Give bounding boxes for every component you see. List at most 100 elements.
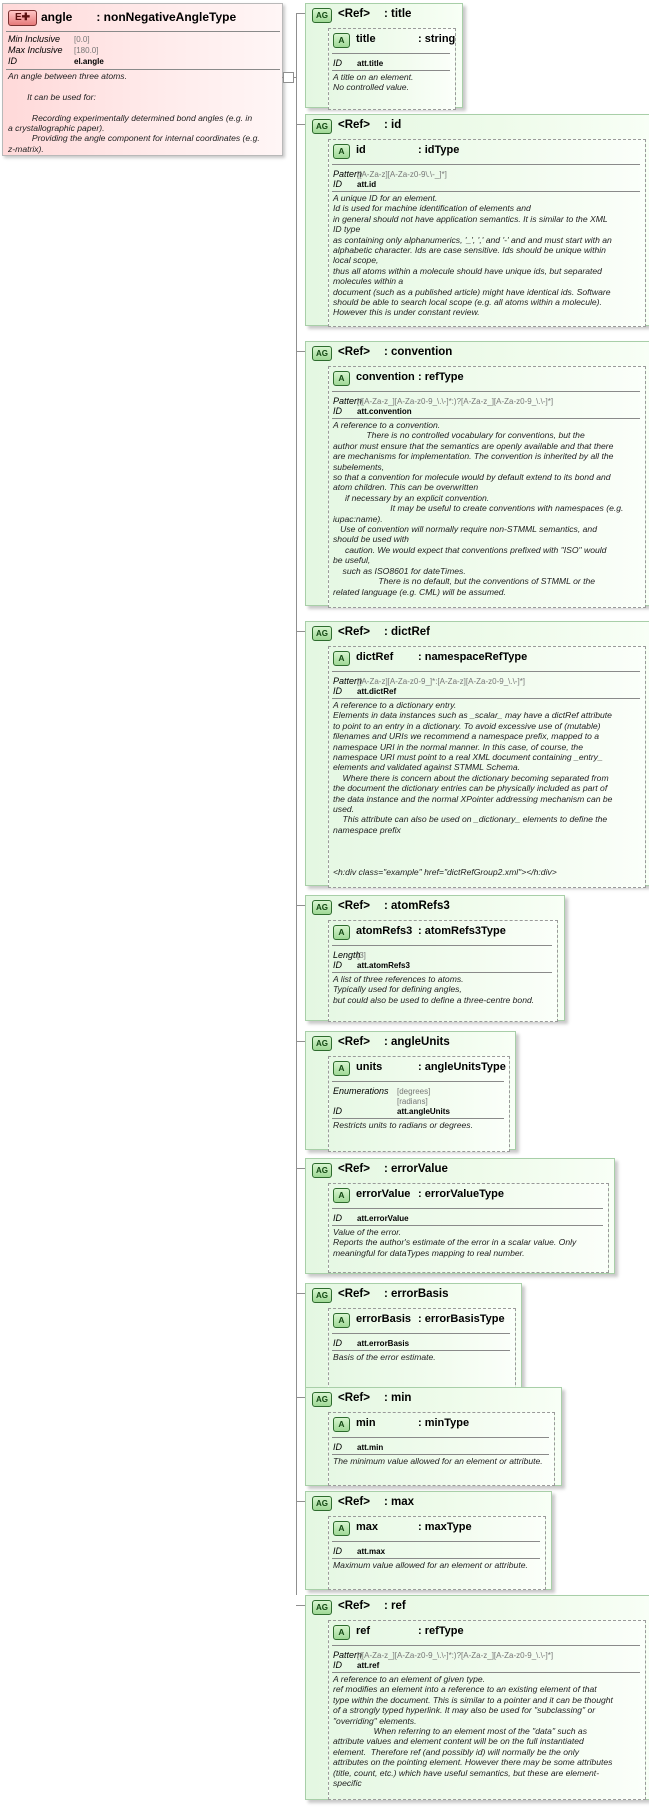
prop-value: att.atomRefs3 [357,961,410,970]
prop-key: ID [333,1546,342,1556]
ref-title: <Ref>: title [338,8,411,20]
attribute-name: convention [356,371,415,383]
ref-label: <Ref> [338,1392,370,1404]
attribute-type: : idType [418,144,460,156]
ref-name: : errorBasis [383,1288,449,1300]
tree-branch-line [296,1168,305,1169]
prop-value: [[A-Za-z][A-Za-z0-9\.\-_]*] [357,170,447,179]
prop-key: ID [333,1442,342,1452]
prop-value: att.id [357,180,377,189]
attribute-group-badge-icon: AG [312,8,332,23]
ref-name: : min [383,1392,412,1404]
attribute-doc: A reference to an element of given type.… [333,1674,613,1789]
attribute-title-separator [332,164,640,165]
prop-key: ID [333,1213,342,1223]
attribute-title: max: maxType [356,1521,472,1533]
attribute-doc: A list of three references to atoms. Typ… [333,974,535,1005]
ref-label: <Ref> [338,1496,370,1508]
attribute-title: errorValue: errorValueType [356,1188,504,1200]
attribute-title: errorBasis: errorBasisType [356,1313,505,1325]
prop-key: Max Inclusive [8,45,63,55]
attribute-type: : errorValueType [418,1188,504,1200]
ref-name: : dictRef [383,626,430,638]
element-name: angle [41,10,73,24]
attribute-badge-icon: A [333,651,350,666]
attribute-doc-separator [332,1558,540,1559]
ref-title: <Ref>: angleUnits [338,1036,450,1048]
prop-value: att.ref [357,1661,380,1670]
prop-value: [0.0] [74,35,90,44]
attribute-group-badge-icon: AG [312,626,332,641]
tree-branch-line [296,351,305,352]
prop-value: att.max [357,1547,386,1556]
ref-label: <Ref> [338,1600,370,1612]
attribute-type: : string [418,33,456,45]
prop-value: att.angleUnits [397,1107,450,1116]
ref-title: <Ref> : ref [338,1600,406,1612]
attribute-title-separator [332,1645,640,1646]
prop-key: Pattern [333,1650,363,1660]
attribute-badge-icon: A [333,1521,350,1536]
element-box: E✚ angle: nonNegativeAngleType Min Inclu… [2,3,283,156]
attribute-name: atomRefs3 [356,925,413,937]
prop-key: Pattern [333,676,363,686]
element-doc-separator [6,69,280,70]
attribute-doc: A reference to a convention. There is no… [333,420,624,597]
ref-title: <Ref>: errorValue [338,1163,448,1175]
attribute-doc: Maximum value allowed for an element or … [333,1560,528,1570]
prop-value: [180.0] [74,46,99,55]
element-badge-icon: E✚ [8,10,37,26]
ref-title: <Ref>: max [338,1496,414,1508]
prop-value: att.min [357,1443,384,1452]
ref-title: <Ref> : dictRef [338,626,430,638]
attribute-doc-separator [332,191,640,192]
ref-title: <Ref> : min [338,1392,411,1404]
attribute-doc: Value of the error. Reports the author's… [333,1227,577,1258]
ref-title: <Ref>: convention [338,346,452,358]
attribute-badge-icon: A [333,1313,350,1328]
attribute-title-separator [332,1437,549,1438]
attribute-title-separator [332,1333,510,1334]
prop-key: ID [333,1660,342,1670]
attribute-badge-icon: A [333,1625,350,1640]
prop-value: att.errorValue [357,1214,409,1223]
prop-key: Min Inclusive [8,34,61,44]
ref-name: : ref [383,1600,406,1612]
attribute-group-badge-icon: AG [312,1163,332,1178]
prop-value: [([A-Za-z_][A-Za-z0-9_\.\-]*:)?[A-Za-z_]… [357,1651,554,1660]
prop-key: Enumerations [333,1086,389,1096]
element-doc: An angle between three atoms. It can be … [8,71,260,154]
element-title-separator [6,31,280,32]
tree-branch-line [296,631,305,632]
attribute-doc-separator [332,1454,549,1455]
ref-title: <Ref>: atomRefs3 [338,900,450,912]
ref-label: <Ref> [338,626,370,638]
ref-label: <Ref> [338,1036,370,1048]
attribute-title-separator [332,1208,603,1209]
attribute-group-badge-icon: AG [312,1496,332,1511]
prop-key: Pattern [333,396,363,406]
attribute-title: atomRefs3: atomRefs3Type [356,925,506,937]
tree-branch-line [296,1501,305,1502]
ref-name: : id [383,119,402,131]
ref-label: <Ref> [338,1288,370,1300]
ref-title: <Ref> : id [338,119,401,131]
attribute-doc-separator [332,972,552,973]
attribute-title: convention: refType [356,371,464,383]
attribute-title-separator [332,53,450,54]
ref-label: <Ref> [338,119,370,131]
sequence-connector-icon [283,72,294,83]
prop-key: ID [333,960,342,970]
attribute-badge-icon: A [333,144,350,159]
prop-value: el.angle [74,57,104,66]
